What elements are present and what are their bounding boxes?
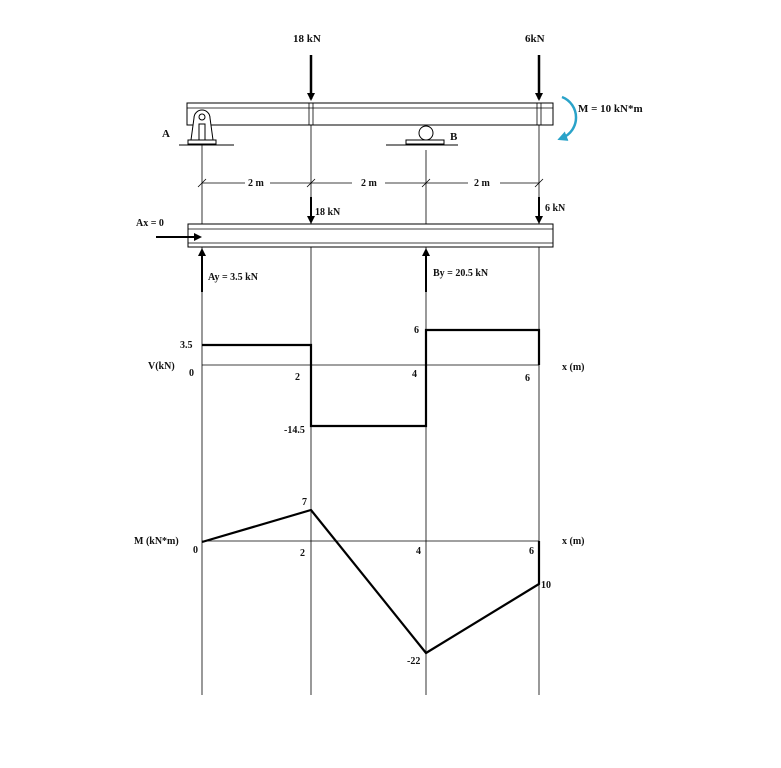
by-label: By = 20.5 kN [433, 268, 489, 279]
beam-fbd [187, 223, 554, 248]
support-b-label: B [450, 131, 458, 143]
ay-label: Ay = 3.5 kN [208, 272, 259, 283]
tick-label: 2 [295, 372, 300, 383]
dimension-line [197, 178, 544, 188]
fbd-load-18kn-label: 18 kN [315, 207, 341, 218]
span-label: 2 m [248, 178, 265, 189]
tick-label: 2 [300, 548, 305, 559]
pin-support-icon [179, 109, 234, 146]
shear-curve [202, 328, 541, 428]
shear-diagram [202, 328, 541, 428]
tick-label: 6 [529, 546, 534, 557]
load-6kn-label: 6kN [525, 33, 545, 45]
moment-label: M = 10 kN*m [578, 103, 643, 115]
moment-arrow-icon [557, 95, 578, 141]
shear-value-label: -14.5 [284, 425, 305, 436]
support-a-label: A [162, 128, 170, 140]
beam-top [186, 102, 554, 126]
guide-lines [201, 125, 540, 695]
shear-value-label: 3.5 [180, 340, 193, 351]
tick-label: 6 [525, 373, 530, 384]
moment-ylabel: M (kN*m) [134, 536, 179, 547]
shear-xlabel: x (m) [562, 362, 585, 373]
span-label: 2 m [361, 178, 378, 189]
ax-label: Ax = 0 [136, 218, 164, 229]
fbd-load-6kn-label: 6 kN [545, 203, 566, 214]
tick-label: 4 [412, 369, 417, 380]
tick-label: 0 [193, 545, 198, 556]
shear-value-label: 6 [414, 325, 419, 336]
load-18kn-label: 18 kN [293, 33, 321, 45]
span-label: 2 m [474, 178, 491, 189]
moment-xlabel: x (m) [562, 536, 585, 547]
moment-value-label: -22 [407, 656, 420, 667]
tick-label: 4 [416, 546, 421, 557]
moment-value-label: 7 [302, 497, 307, 508]
shear-ylabel: V(kN) [148, 361, 175, 372]
moment-curve [201, 508, 541, 655]
tick-label: 0 [189, 368, 194, 379]
roller-support-icon [386, 125, 458, 146]
moment-value-label: 10 [541, 580, 551, 591]
moment-diagram [201, 508, 541, 655]
